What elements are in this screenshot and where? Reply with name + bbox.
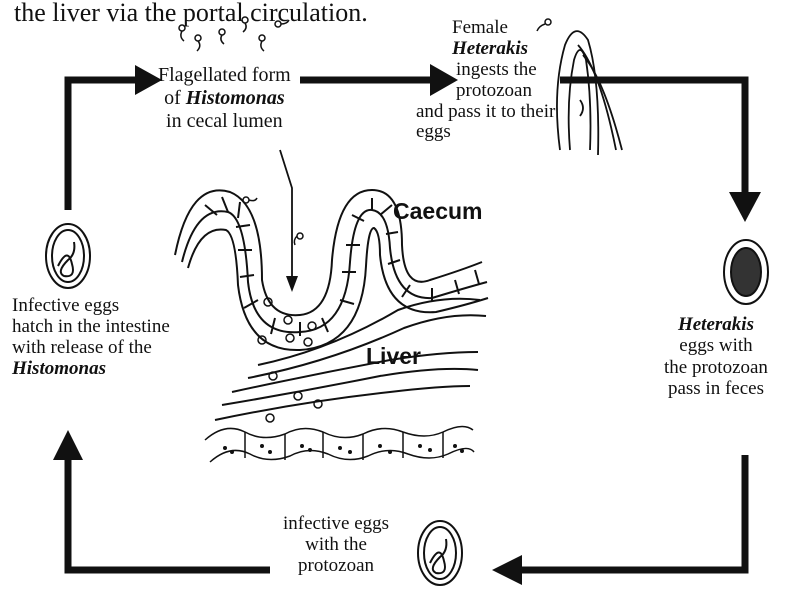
female-heterakis-label: Female Heterakis ingests the protozoan a… [416,18,555,143]
female-line-2: Heterakis [416,39,555,60]
caecum-label: Caecum [393,200,482,223]
arrowhead-to-heterakis-eggs [729,192,761,222]
heterakis-worm-icon [557,31,622,155]
arrow-bottom-left [68,455,270,570]
hatch-line-2: hatch in the intestine [12,317,170,338]
arrow-top-right [560,80,745,195]
caecum-illustration [175,190,488,420]
flagellated-line-1: Flagellated form [158,64,291,87]
arrowhead-to-infective-eggs [492,555,522,585]
eggs-line-4: pass in feces [664,378,768,399]
hatch-line-3: with release of the [12,338,170,359]
egg-icon-left [46,224,90,288]
eggs-line-3: the protozoan [664,357,768,378]
infective-line-1: infective eggs [283,514,389,535]
female-line-3: ingests the [416,60,555,81]
header-text: the liver via the portal circulation. [14,0,368,26]
cecal-cell-nuclei [223,444,464,454]
flagellated-line-3: in cecal lumen [158,110,291,133]
heterakis-eggs-label: Heterakis eggs with the protozoan pass i… [664,314,768,399]
arrowhead-to-hatch [53,430,83,460]
infective-hatch-label: Infective eggs hatch in the intestine wi… [12,296,170,380]
infective-line-2: with the [283,535,389,556]
eggs-line-2: eggs with [664,335,768,356]
egg-icon-right [724,240,768,304]
egg-icon-bottom [418,521,462,585]
cecal-cells [205,426,474,462]
infective-line-3: protozoan [283,556,389,577]
liver-label: Liver [366,345,421,368]
arrow-left-up [68,80,138,210]
flagellated-line-2: of Histomonas [158,87,291,110]
hatch-line-4: Histomonas [12,359,170,380]
female-line-4: protozoan [416,81,555,102]
female-line-5: and pass it to their [416,102,555,123]
hatch-line-1: Infective eggs [12,296,170,317]
eggs-line-1: Heterakis [664,314,768,335]
female-line-6: eggs [416,122,555,143]
arrow-right-down [520,455,745,570]
descent-arrow [280,150,298,292]
female-line-1: Female [416,18,555,39]
infective-eggs-label: infective eggs with the protozoan [283,514,389,577]
flagellated-label: Flagellated form of Histomonas in cecal … [158,64,291,133]
